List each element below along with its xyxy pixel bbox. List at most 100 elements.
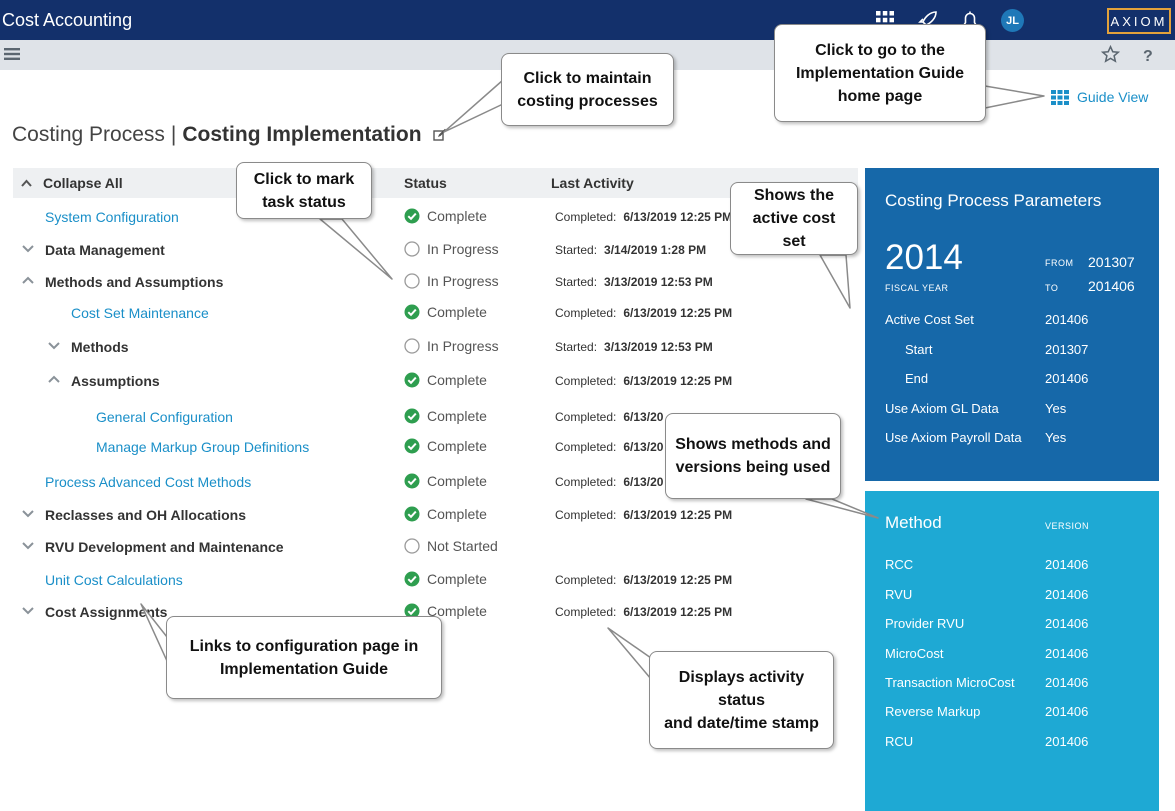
chevron-down-icon[interactable] (48, 341, 60, 350)
status-label: Complete (427, 408, 487, 424)
task-row: Manage Markup Group Definitions Complete… (0, 436, 860, 460)
check-circle-icon (404, 408, 420, 424)
activity-label: Completed: (555, 306, 617, 320)
parameters-title: Costing Process Parameters (885, 191, 1102, 210)
user-avatar[interactable]: JL (1001, 9, 1024, 32)
page-title-separator: | (170, 123, 177, 146)
task-status[interactable]: Complete (404, 372, 487, 388)
methods-title: Method (885, 513, 942, 532)
star-icon[interactable] (1101, 45, 1120, 64)
empty-circle-icon (404, 273, 420, 289)
task-link[interactable]: General Configuration (96, 409, 233, 425)
version-label: VERSION (1045, 521, 1090, 531)
task-status[interactable]: Complete (404, 408, 487, 424)
task-status[interactable]: In Progress (404, 273, 499, 289)
method-version: 201406 (1045, 704, 1089, 719)
task-group-label[interactable]: Methods (71, 339, 129, 355)
task-group-label[interactable]: Assumptions (71, 373, 160, 389)
param-value: 201406 (1045, 312, 1089, 327)
check-circle-icon (404, 603, 420, 619)
status-label: In Progress (427, 241, 499, 257)
task-status[interactable]: Not Started (404, 538, 498, 554)
check-circle-icon (404, 208, 420, 224)
activity-timestamp: 3/13/2019 12:53 PM (604, 340, 713, 354)
empty-circle-icon (404, 241, 420, 257)
task-status[interactable]: In Progress (404, 241, 499, 257)
callout-text: Displays activity status and date/time s… (664, 668, 819, 732)
callout-methods-versions: Shows methods and versions being used (665, 413, 841, 499)
task-link[interactable]: System Configuration (45, 209, 179, 225)
svg-text:?: ? (1143, 48, 1153, 64)
fiscal-year-value: 2014 (885, 238, 963, 277)
status-label: Complete (427, 208, 487, 224)
edit-icon[interactable] (433, 128, 447, 142)
chevron-down-icon[interactable] (22, 509, 34, 518)
param-value: 201307 (1045, 342, 1089, 357)
collapse-all-button[interactable]: Collapse All (43, 175, 123, 191)
activity-timestamp: 3/13/2019 12:53 PM (604, 275, 713, 289)
callout-maintain-processes: Click to maintain costing processes (501, 53, 674, 126)
check-circle-icon (404, 571, 420, 587)
task-group-label[interactable]: RVU Development and Maintenance (45, 539, 284, 555)
guide-view-link[interactable]: Guide View (1051, 89, 1148, 105)
task-group-label[interactable]: Methods and Assumptions (45, 274, 224, 290)
costing-parameters-panel: Costing Process Parameters 2014 FISCAL Y… (865, 168, 1159, 481)
callout-pointer-guide (984, 85, 1045, 109)
method-name: RVU (885, 587, 913, 602)
activity-timestamp: 6/13/20 (623, 475, 664, 489)
chevron-up-icon[interactable] (22, 276, 34, 285)
param-label: Start (905, 342, 933, 357)
activity-label: Started: (555, 340, 598, 354)
callout-implementation-guide: Click to go to the Implementation Guide … (774, 24, 986, 122)
task-status[interactable]: Complete (404, 506, 487, 522)
status-label: Complete (427, 603, 487, 619)
param-label: Active Cost Set (885, 312, 974, 327)
check-circle-icon (404, 473, 420, 489)
task-status[interactable]: In Progress (404, 338, 499, 354)
axiom-logo: AXIOM (1107, 8, 1171, 34)
task-status[interactable]: Complete (404, 571, 487, 587)
task-activity: Started: 3/13/2019 12:53 PM (555, 275, 713, 289)
callout-config-links: Links to configuration page in Implement… (166, 616, 442, 699)
task-link[interactable]: Cost Set Maintenance (71, 305, 209, 321)
activity-timestamp: 6/13/2019 12:25 PM (623, 605, 733, 619)
task-activity: Started:3/14/2019 1:28 PM (555, 243, 706, 257)
task-status[interactable]: Complete (404, 208, 487, 224)
collapse-chevron-icon[interactable] (21, 179, 32, 187)
task-link[interactable]: Process Advanced Cost Methods (45, 474, 252, 490)
from-label: FROM (1045, 258, 1074, 268)
activity-label: Started: (555, 275, 598, 289)
hamburger-icon[interactable] (4, 47, 20, 61)
chevron-up-icon[interactable] (48, 375, 60, 384)
task-group-label[interactable]: Data Management (45, 242, 165, 258)
task-link[interactable]: Manage Markup Group Definitions (96, 439, 310, 455)
page-title-name: Costing Implementation (182, 123, 422, 146)
check-circle-icon (404, 372, 420, 388)
task-status[interactable]: Complete (404, 304, 487, 320)
task-group-label[interactable]: Reclasses and OH Allocations (45, 507, 246, 523)
task-status[interactable]: Complete (404, 473, 487, 489)
method-name: RCC (885, 557, 914, 572)
task-activity: Completed: 6/13/20 (555, 475, 663, 489)
empty-circle-icon (404, 538, 420, 554)
chevron-down-icon[interactable] (22, 244, 34, 253)
activity-label: Completed: (555, 508, 617, 522)
param-label: Use Axiom GL Data (885, 401, 999, 416)
task-status[interactable]: Complete (404, 438, 487, 454)
activity-timestamp: 6/13/20 (623, 440, 664, 454)
activity-label: Completed: (555, 475, 617, 489)
help-icon[interactable]: ? (1140, 46, 1156, 64)
chevron-down-icon[interactable] (22, 541, 34, 550)
activity-label: Completed: (555, 605, 617, 619)
status-label: Not Started (427, 538, 498, 554)
task-link[interactable]: Unit Cost Calculations (45, 572, 183, 588)
param-value: Yes (1045, 430, 1067, 445)
chevron-down-icon[interactable] (22, 606, 34, 615)
activity-timestamp: 6/13/2019 12:25 PM (623, 508, 733, 522)
task-group-label[interactable]: Cost Assignments (45, 604, 168, 620)
callout-text: Shows the active cost set (752, 187, 836, 250)
method-name: MicroCost (885, 646, 944, 661)
to-value: 201406 (1088, 278, 1135, 294)
task-status[interactable]: Complete (404, 603, 487, 619)
activity-timestamp: 6/13/2019 12:25 PM (623, 573, 733, 587)
